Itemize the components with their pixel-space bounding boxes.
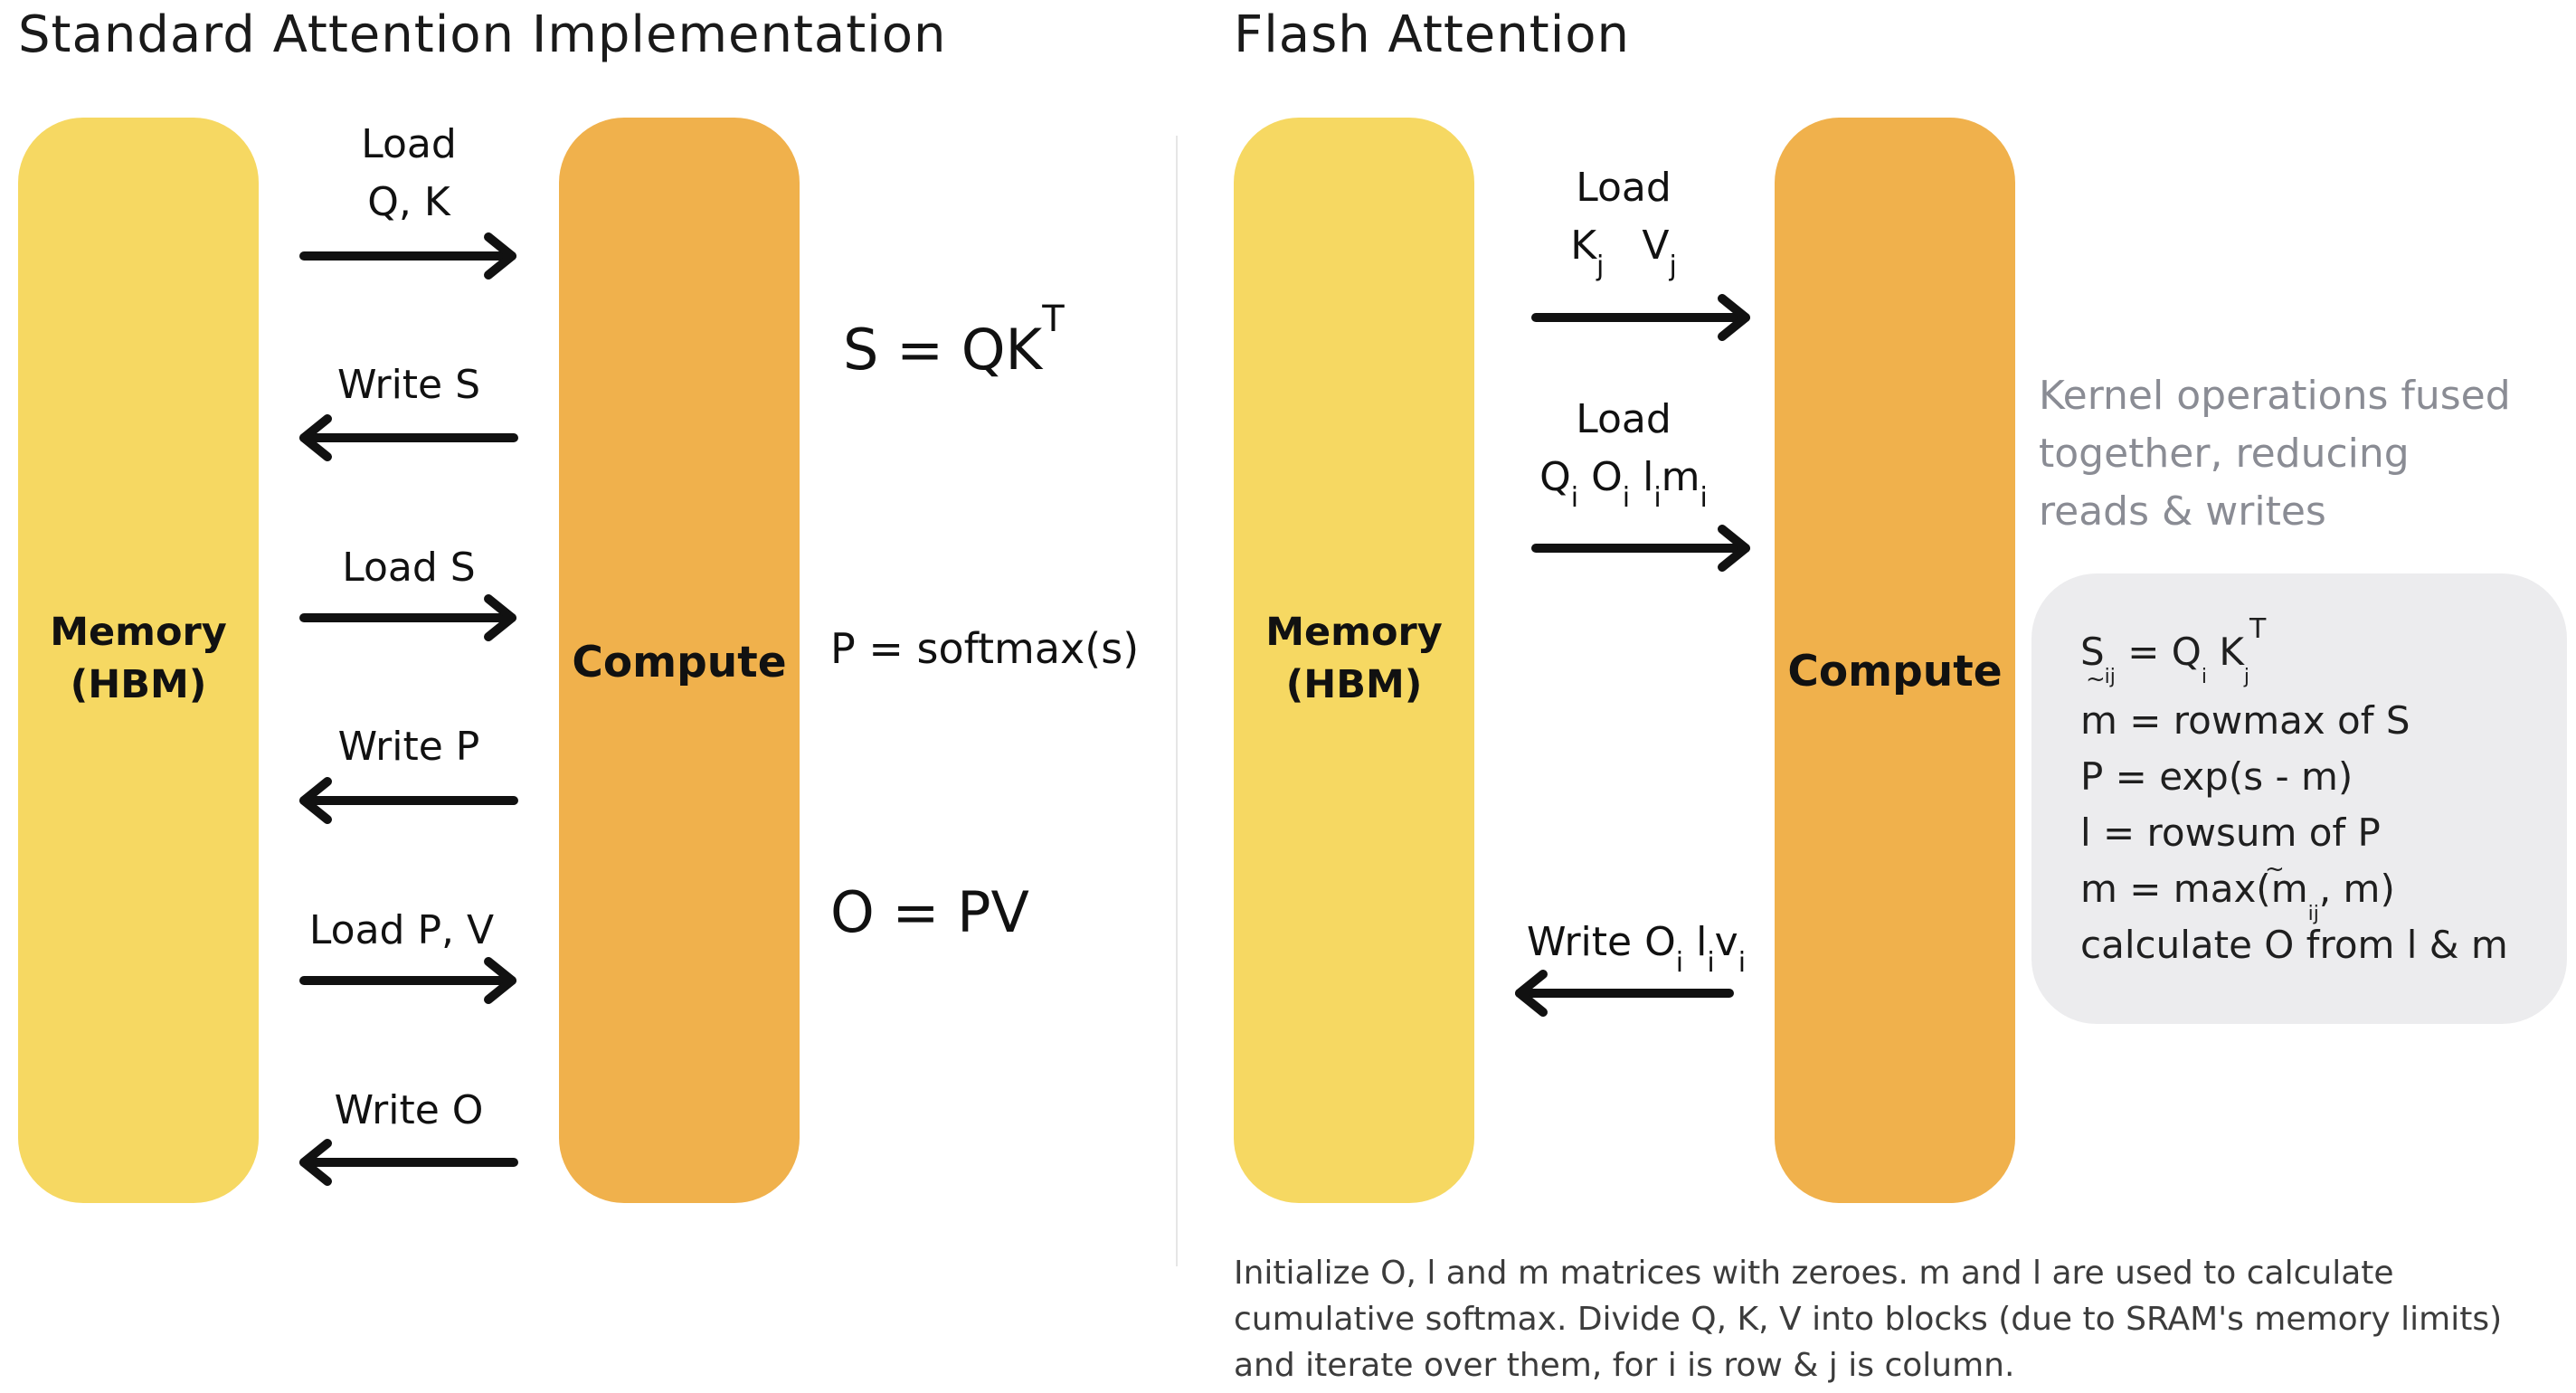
arrow-right-load-kv	[1531, 294, 1750, 341]
arrow-label-write-p: Write P	[337, 724, 480, 770]
memory-hbm-block-flash: Memory (HBM)	[1234, 118, 1474, 1203]
arrow-right-load-s	[299, 594, 516, 641]
flash-attention-title: Flash Attention	[1234, 5, 1631, 64]
arrow-left-write-o	[299, 1139, 518, 1186]
panel-tilde-mark: ~	[2086, 666, 2106, 693]
panel-line-max-tilde: ~	[2265, 856, 2285, 883]
formula-softmax: P = softmax(s)	[830, 624, 1140, 673]
memory-sublabel: (HBM)	[70, 662, 207, 707]
compute-steps-panel: Sij = Qi KjT ~ m = rowmax of S P = exp(s…	[2031, 573, 2567, 1024]
arrow-label-write-olv: Write Oi livi	[1526, 919, 1747, 979]
arrow-label-load-qolm: Load Qi Oi limi	[1539, 396, 1708, 514]
formula-s-qk: S = QKT	[843, 298, 1065, 383]
memory-label: Memory	[50, 610, 227, 655]
arrow-left-write-s	[299, 414, 518, 461]
panel-line-calculate: calculate O from l & m	[2080, 923, 2508, 967]
compute-block-standard: Compute	[559, 118, 800, 1203]
section-divider	[1176, 136, 1178, 1266]
arrow-label-write-s: Write S	[336, 362, 481, 408]
kernel-fusion-note: Kernel operations fused together, reduci…	[2039, 373, 2511, 535]
compute-label: Compute	[1787, 647, 2003, 696]
panel-line-exp: P = exp(s - m)	[2080, 754, 2353, 799]
arrow-label-load-s: Load S	[342, 545, 476, 591]
compute-block-flash: Compute	[1775, 118, 2015, 1203]
arrow-label-load-qk: Load Q, K	[361, 121, 457, 225]
compute-label: Compute	[572, 638, 787, 687]
arrow-right-load-qolm	[1531, 525, 1750, 572]
arrow-left-write-olv	[1515, 970, 1734, 1017]
arrow-right-load-pv	[299, 957, 516, 1004]
memory-hbm-block-standard: Memory (HBM)	[18, 118, 259, 1203]
memory-label: Memory	[1265, 610, 1443, 655]
panel-line-s: Sij = Qi KjT	[2080, 613, 2267, 688]
formula-o-pv: O = PV	[830, 879, 1029, 945]
arrow-label-load-kv: Load Kj Vj	[1570, 165, 1677, 282]
memory-sublabel: (HBM)	[1285, 662, 1423, 707]
panel-line-max: m = max(mij, m)	[2080, 867, 2395, 925]
arrow-right-load-qk	[299, 232, 516, 280]
arrow-label-write-o: Write O	[334, 1087, 484, 1133]
arrow-left-write-p	[299, 777, 518, 824]
flash-attention-footer: Initialize O, l and m matrices with zero…	[1234, 1255, 2503, 1384]
panel-line-rowmax: m = rowmax of S	[2080, 698, 2410, 743]
panel-line-rowsum: l = rowsum of P	[2080, 810, 2381, 855]
arrow-label-load-pv: Load P, V	[308, 907, 495, 953]
transpose-superscript: T	[1042, 298, 1065, 340]
standard-attention-title: Standard Attention Implementation	[18, 5, 947, 64]
